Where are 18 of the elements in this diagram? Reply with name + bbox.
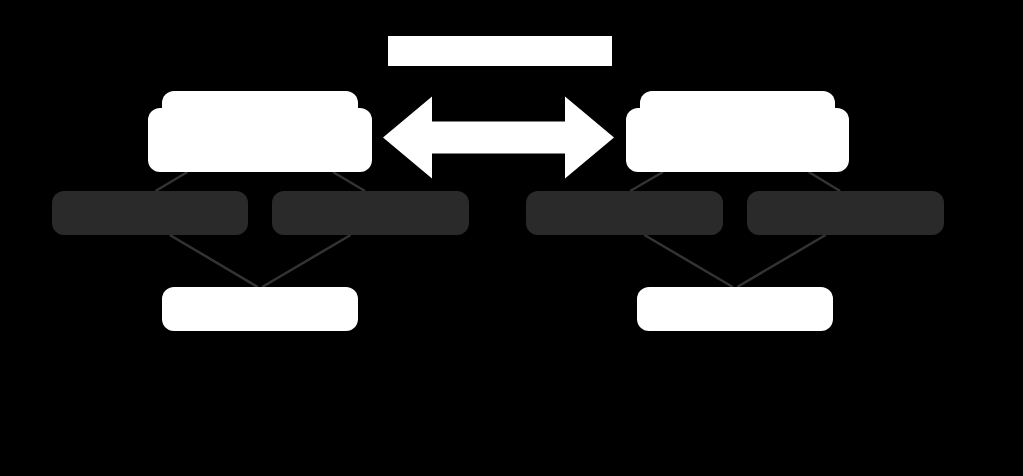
- connector-line: [332, 170, 366, 193]
- double-arrow: [383, 96, 614, 179]
- stacked-box: [148, 91, 372, 172]
- connector-line: [736, 233, 827, 289]
- blank-bar: [388, 36, 612, 66]
- connector-line: [261, 233, 352, 289]
- connector-line: [808, 170, 841, 193]
- process-box: [52, 191, 248, 235]
- connector-line: [169, 233, 259, 289]
- process-box: [272, 191, 469, 235]
- process-box: [526, 191, 723, 235]
- result-box: [162, 287, 358, 331]
- connector-line: [154, 170, 189, 193]
- connector-line: [643, 233, 734, 289]
- result-box: [637, 287, 833, 331]
- connector-line: [629, 170, 664, 193]
- process-box: [747, 191, 944, 235]
- stacked-box: [626, 91, 849, 172]
